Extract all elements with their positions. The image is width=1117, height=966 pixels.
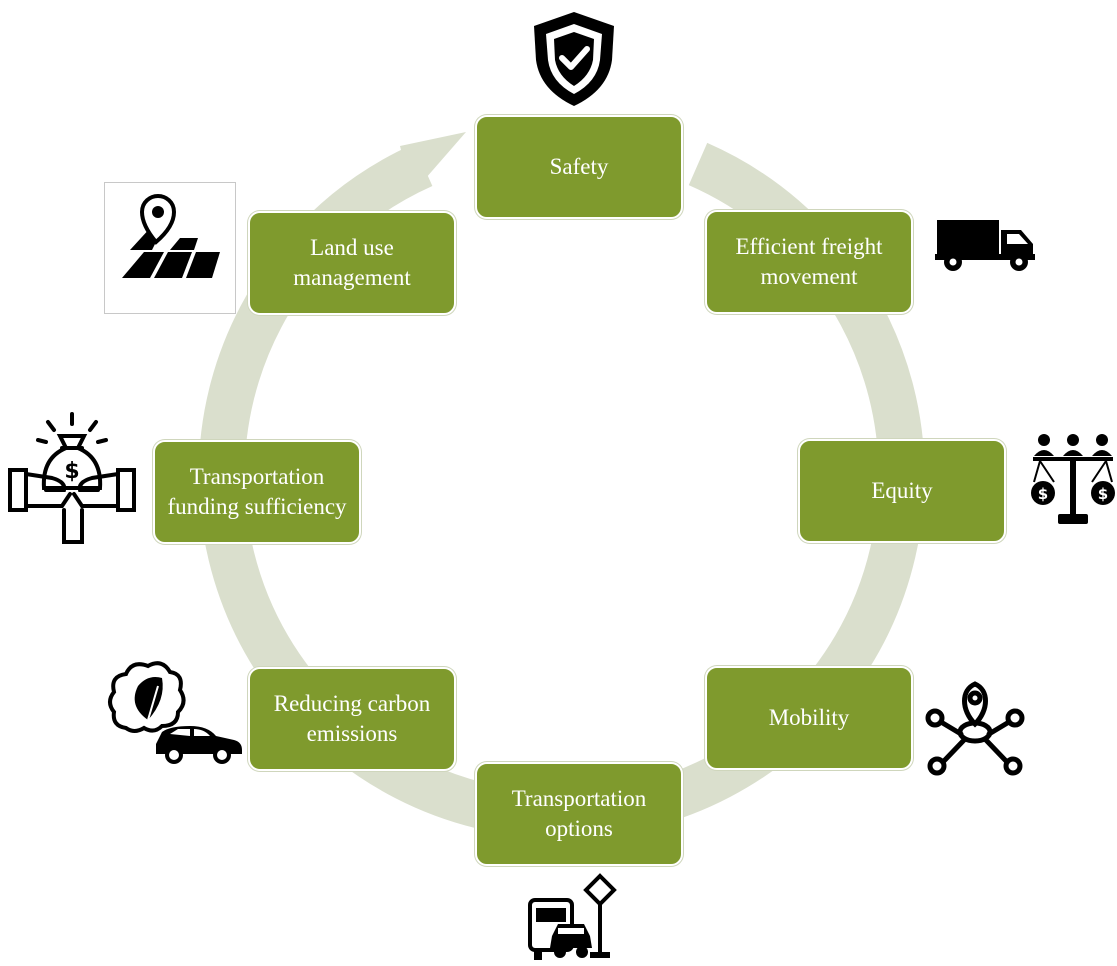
node-efficient-freight-label: Efficient freight movement xyxy=(735,234,883,289)
node-reducing-carbon-label: Reducing carbon emissions xyxy=(273,691,431,746)
location-network-icon xyxy=(925,681,1025,776)
node-efficient-freight: Efficient freight movement xyxy=(705,210,913,314)
node-funding-sufficiency-label: Transportation funding sufficiency xyxy=(167,464,347,519)
node-transportation-options: Transportation options xyxy=(475,762,683,866)
node-land-use-label: Land use management xyxy=(293,235,411,290)
map-pin-parcels-icon xyxy=(122,193,220,278)
node-land-use: Land use management xyxy=(248,211,456,315)
truck-icon xyxy=(935,220,1035,271)
node-funding-sufficiency: Transportation funding sufficiency xyxy=(153,440,361,544)
money-bag-hands-icon: $ xyxy=(8,412,136,544)
cycle-arrowhead xyxy=(400,132,466,194)
node-safety-label: Safety xyxy=(549,154,609,179)
node-safety: Safety xyxy=(475,115,683,219)
node-mobility: Mobility xyxy=(705,666,913,770)
svg-text:$: $ xyxy=(64,459,79,484)
svg-text:$: $ xyxy=(1098,485,1108,503)
svg-text:$: $ xyxy=(1038,485,1048,503)
node-equity-label: Equity xyxy=(871,478,933,503)
car-leaf-smoke-icon xyxy=(108,661,242,764)
shield-check-icon xyxy=(534,12,614,106)
bus-car-sign-icon xyxy=(528,873,617,960)
node-mobility-label: Mobility xyxy=(768,705,850,730)
node-equity: Equity xyxy=(798,439,1006,543)
node-reducing-carbon: Reducing carbon emissions xyxy=(248,667,456,771)
balance-scale-people-icon: $ $ xyxy=(1031,434,1115,524)
node-transportation-options-label: Transportation options xyxy=(511,786,647,841)
